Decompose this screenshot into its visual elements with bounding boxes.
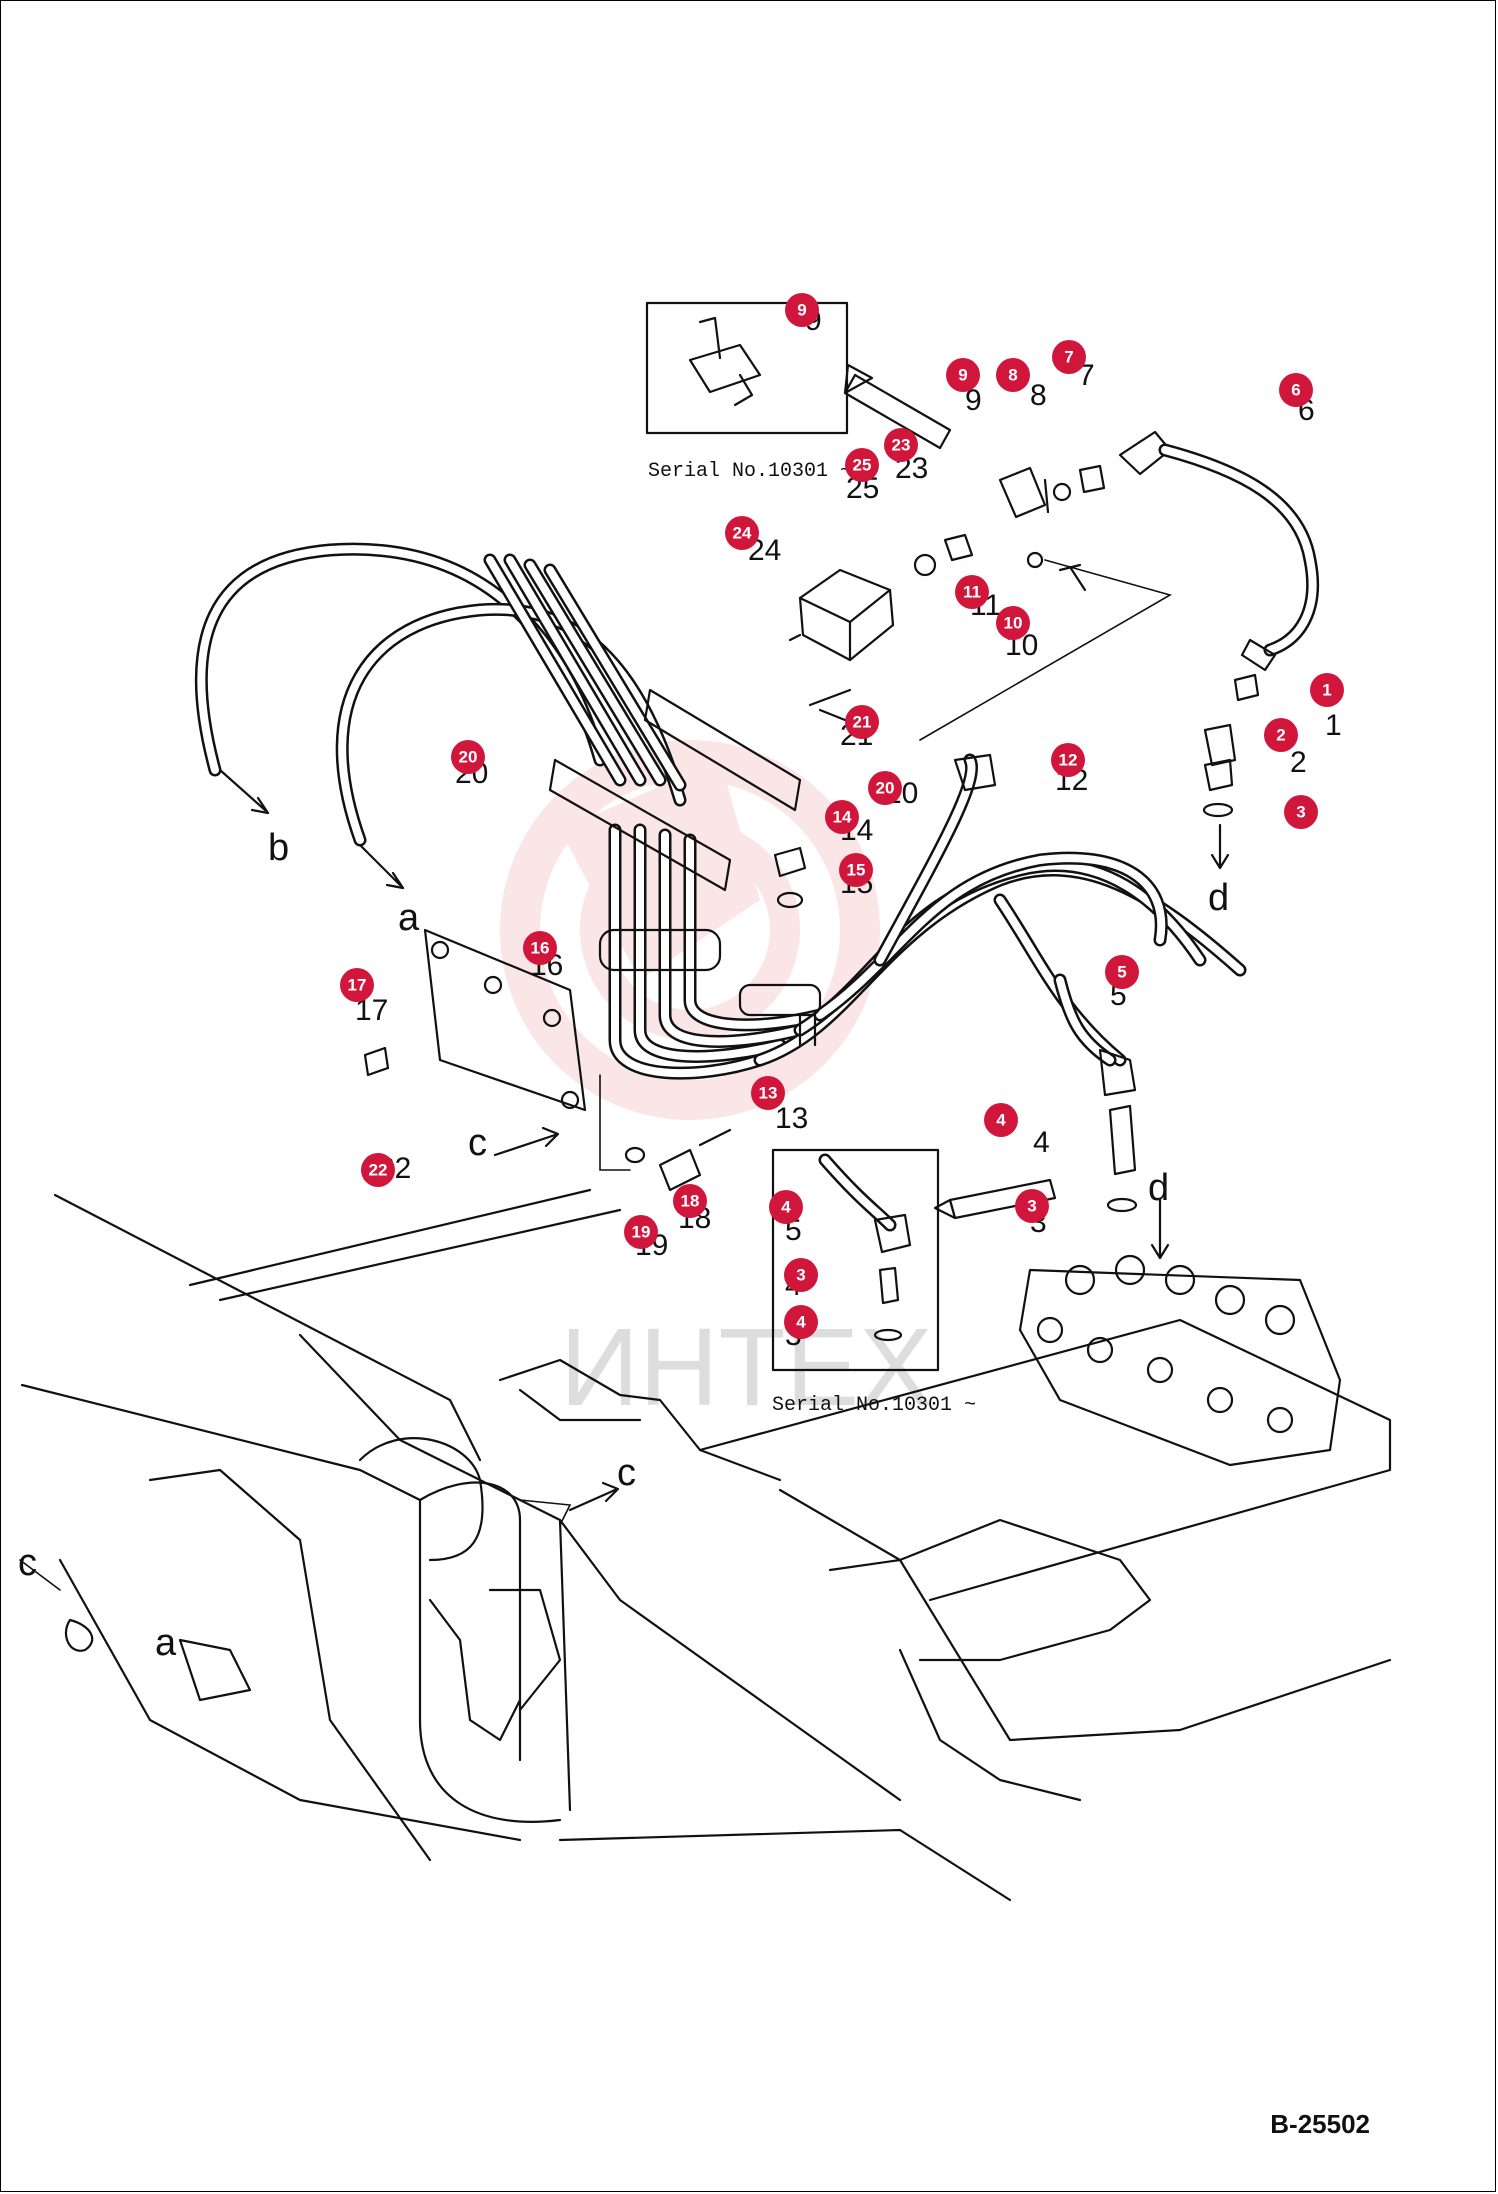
- callout-22[interactable]: 22: [361, 1153, 395, 1187]
- callout-9[interactable]: 9: [946, 358, 980, 392]
- callout-6[interactable]: 6: [1279, 373, 1313, 407]
- svg-text:16: 16: [531, 939, 550, 958]
- letter-b: b: [268, 827, 289, 869]
- callout-7[interactable]: 7: [1052, 340, 1086, 374]
- callout-25[interactable]: 25: [845, 448, 879, 482]
- svg-text:4: 4: [781, 1198, 791, 1217]
- svg-text:24: 24: [733, 524, 752, 543]
- drawn-num-1: 1: [1325, 709, 1342, 742]
- svg-text:6: 6: [1291, 381, 1300, 400]
- callout-15[interactable]: 15: [839, 853, 873, 887]
- callout-3-right[interactable]: 3: [1284, 795, 1318, 829]
- callout-20[interactable]: 20: [451, 740, 485, 774]
- svg-text:21: 21: [853, 713, 872, 732]
- letter-c-left: c: [18, 1542, 37, 1584]
- callout-5-inset[interactable]: 4: [769, 1190, 803, 1224]
- serial-label-bottom: Serial No.10301 ~: [772, 1394, 976, 1417]
- callout-19[interactable]: 19: [624, 1215, 658, 1249]
- svg-text:4: 4: [796, 1313, 806, 1332]
- svg-text:20: 20: [459, 748, 478, 767]
- svg-text:25: 25: [853, 456, 872, 475]
- svg-text:17: 17: [348, 976, 367, 995]
- svg-text:3: 3: [796, 1266, 805, 1285]
- control-valve: [1018, 1198, 1342, 1467]
- watermark-text: ИНТЕХ: [560, 1306, 932, 1429]
- drawn-num-4a: 4: [1033, 1126, 1050, 1159]
- svg-text:23: 23: [892, 436, 911, 455]
- svg-text:20: 20: [876, 779, 895, 798]
- elbow-12: [953, 753, 997, 792]
- callout-3-inset[interactable]: 4: [784, 1305, 818, 1339]
- drawn-num-8: 8: [1030, 379, 1047, 412]
- drawn-num-2: 2: [1290, 746, 1307, 779]
- svg-text:8: 8: [1008, 366, 1017, 385]
- callout-9-inset[interactable]: 9: [785, 293, 819, 327]
- callout-8[interactable]: 8: [996, 358, 1030, 392]
- svg-text:22: 22: [369, 1161, 388, 1180]
- drawing-code: B-25502: [1270, 2109, 1370, 2139]
- fittings-right: [1202, 673, 1260, 870]
- svg-text:18: 18: [681, 1192, 700, 1211]
- svg-text:12: 12: [1059, 751, 1078, 770]
- inset-serial-top: Serial No.10301 ~: [645, 301, 852, 483]
- callout-11[interactable]: 11: [955, 575, 989, 609]
- callout-13[interactable]: 13: [751, 1076, 785, 1110]
- svg-text:4: 4: [996, 1111, 1006, 1130]
- hose-bundle: [194, 542, 1247, 1080]
- drawn-num-9b: 9: [965, 384, 982, 417]
- letter-arrows: [218, 768, 620, 1512]
- letter-a-bottom: a: [155, 1622, 177, 1664]
- callouts: 9 9 8 7 6 25 23 24 11 10 1 2 3 21 12 20 …: [340, 293, 1344, 1339]
- svg-text:3: 3: [1296, 803, 1305, 822]
- letter-c-lower: c: [617, 1452, 636, 1494]
- svg-text:2: 2: [1276, 726, 1285, 745]
- letter-c-mid: c: [468, 1122, 487, 1164]
- callout-2[interactable]: 2: [1264, 718, 1298, 752]
- callout-4-inset[interactable]: 3: [784, 1258, 818, 1292]
- callout-20b[interactable]: 20: [868, 771, 902, 805]
- machine-frame: [19, 1188, 1392, 1902]
- inset-serial-bottom: Serial No.10301 ~: [771, 1148, 976, 1417]
- drawn-part-numbers: 9 9 8 7 6 25 23 24 11 10 1 2 12 21 20 20…: [355, 304, 1342, 1352]
- direction-arrow-top: [843, 363, 952, 450]
- callout-16[interactable]: 16: [523, 931, 557, 965]
- svg-text:15: 15: [847, 861, 866, 880]
- callout-24[interactable]: 24: [725, 516, 759, 550]
- callout-3-mid[interactable]: 3: [1015, 1189, 1049, 1223]
- svg-text:10: 10: [1004, 614, 1023, 633]
- callout-17[interactable]: 17: [340, 968, 374, 1002]
- clamps-and-plates: [363, 688, 852, 1192]
- callout-14[interactable]: 14: [825, 800, 859, 834]
- letter-a-top: a: [398, 897, 420, 939]
- callout-1[interactable]: 1: [1310, 673, 1344, 707]
- svg-text:13: 13: [759, 1084, 778, 1103]
- letter-d-bottom: d: [1148, 1167, 1169, 1209]
- callout-23[interactable]: 23: [884, 428, 918, 462]
- serial-label-top: Serial No.10301 ~: [648, 460, 852, 483]
- callout-4-right[interactable]: 4: [984, 1103, 1018, 1137]
- callout-12[interactable]: 12: [1051, 743, 1085, 777]
- svg-text:14: 14: [833, 808, 852, 827]
- svg-text:9: 9: [958, 366, 967, 385]
- drawn-num-13: 13: [775, 1102, 808, 1135]
- svg-text:7: 7: [1064, 348, 1073, 367]
- callout-21[interactable]: 21: [845, 705, 879, 739]
- letter-d-top: d: [1208, 877, 1229, 919]
- callout-10[interactable]: 10: [996, 606, 1030, 640]
- svg-text:9: 9: [797, 301, 806, 320]
- svg-text:1: 1: [1322, 681, 1331, 700]
- upper-fittings: [788, 430, 1173, 741]
- svg-text:3: 3: [1027, 1197, 1036, 1216]
- callout-18[interactable]: 18: [673, 1184, 707, 1218]
- connection-letters: b a c d d c c a: [18, 827, 1229, 1664]
- callout-5-right[interactable]: 5: [1105, 955, 1139, 989]
- svg-text:11: 11: [963, 583, 981, 602]
- svg-text:5: 5: [1117, 963, 1126, 982]
- svg-text:19: 19: [632, 1223, 651, 1242]
- lower-fittings: [933, 973, 1138, 1220]
